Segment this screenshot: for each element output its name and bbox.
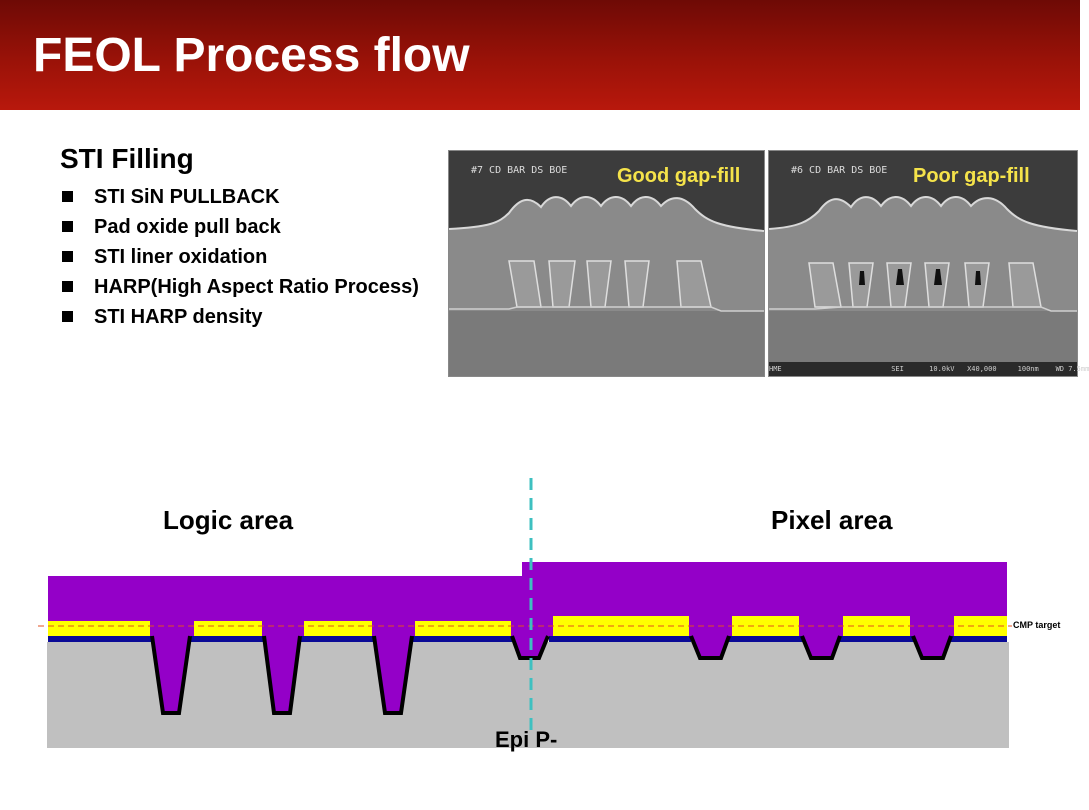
bullet-item: Pad oxide pull back (60, 212, 419, 242)
bullet-item: HARP(High Aspect Ratio Process) (60, 272, 419, 302)
nitride-segments (48, 616, 1007, 636)
sem-label-poor: Poor gap-fill (913, 165, 1030, 187)
bullet-list: STI SiN PULLBACK Pad oxide pull back STI… (60, 182, 419, 332)
title-bar: FEOL Process flow (0, 0, 1080, 110)
bullet-item: STI SiN PULLBACK (60, 182, 419, 212)
sem-info-bar: HME SEI 10.0kV X40,000 100nm WD 7.5mm (769, 362, 1089, 376)
sem-caption: #7 CD BAR DS BOE (471, 165, 568, 176)
bullet-item: STI HARP density (60, 302, 419, 332)
sem-image-good-gap-fill: #7 CD BAR DS BOE Good gap-fill (448, 150, 765, 377)
square-bullet-icon (62, 251, 73, 262)
sem-image-poor-gap-fill: #6 CD BAR DS BOE Poor gap-fill HME SEI 1… (768, 150, 1089, 377)
sti-cross-section-diagram (38, 478, 1012, 748)
pixel-area-label: Pixel area (771, 505, 893, 535)
square-bullet-icon (62, 311, 73, 322)
logic-area-label: Logic area (163, 505, 294, 535)
section-heading: STI Filling (60, 143, 194, 174)
square-bullet-icon (62, 191, 73, 202)
logic-trenches (150, 635, 414, 715)
pad-oxide-segments (48, 636, 1007, 642)
square-bullet-icon (62, 281, 73, 292)
sem-caption: #6 CD BAR DS BOE (791, 165, 888, 176)
square-bullet-icon (62, 221, 73, 232)
pixel-trenches (510, 635, 953, 660)
bullet-item: STI liner oxidation (60, 242, 419, 272)
cmp-target-label: CMP target (1013, 620, 1061, 630)
sem-micrograph-good (448, 151, 765, 376)
sem-label-good: Good gap-fill (617, 165, 741, 187)
slide-title: FEOL Process flow (33, 29, 470, 82)
substrate-label: Epi P- (495, 727, 558, 752)
